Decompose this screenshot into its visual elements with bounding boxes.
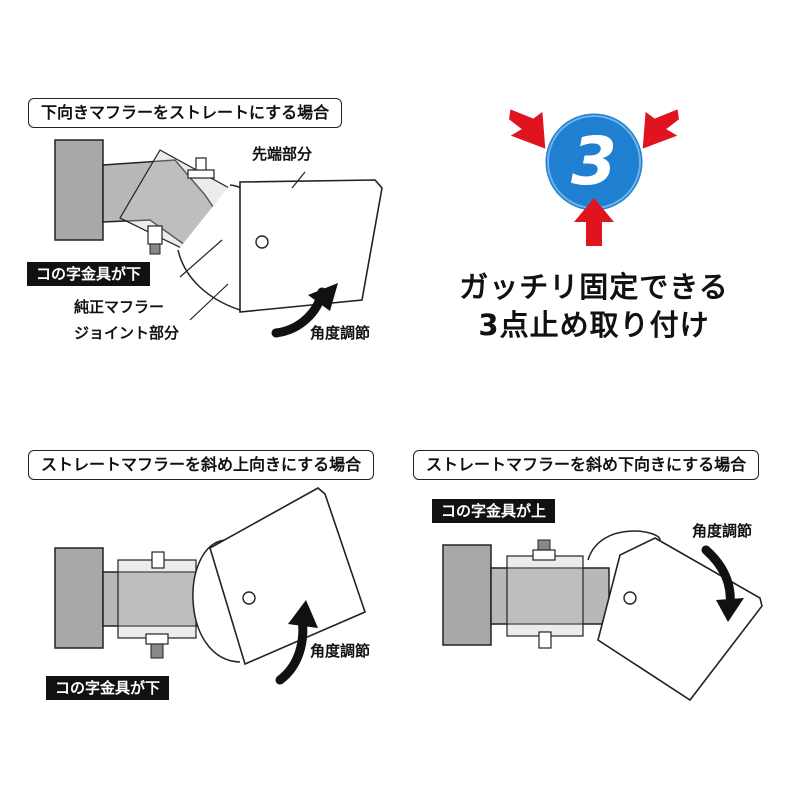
bracket-label: コの字金具が上	[432, 499, 556, 523]
bracket-label: コの字金具が下	[27, 262, 151, 286]
bracket-label: コの字金具が下	[46, 676, 170, 700]
bolt-bottom	[145, 633, 169, 645]
joint-label-line2: ジョイント部分	[74, 324, 180, 342]
panel-up-drawing	[54, 487, 366, 685]
joint-sleeve	[506, 555, 584, 637]
joint-ball	[587, 530, 661, 561]
badge-line1: ガッチリ固定できる	[459, 270, 729, 304]
bolt-bottom	[147, 225, 163, 245]
tip-screw	[242, 591, 256, 605]
angle-label: 角度調節	[692, 522, 753, 540]
bolt-top	[151, 551, 165, 569]
panel-down-title: ストレートマフラーを斜め下向きにする場合	[413, 450, 760, 480]
muffler-tip	[597, 537, 763, 702]
joint-sleeve	[117, 559, 197, 639]
panel-straight-title: 下向きマフラーをストレートにする場合	[28, 98, 343, 128]
angle-label: 角度調節	[310, 324, 371, 342]
tip-screw	[255, 235, 269, 249]
muffler-tip	[239, 179, 383, 313]
stock-muffler-block	[54, 547, 104, 649]
panel-straight-drawing	[54, 139, 383, 338]
panel-down-drawing	[442, 530, 763, 702]
stock-muffler-block	[442, 544, 492, 646]
arrow-right-icon	[642, 109, 679, 149]
arrow-left-icon	[509, 109, 546, 149]
tip-label: 先端部分	[252, 145, 313, 163]
badge-number: 3	[571, 123, 617, 200]
panel-up-title: ストレートマフラーを斜め上向きにする場合	[28, 450, 375, 480]
badge-drawing	[509, 109, 679, 246]
bolt-bottom	[538, 631, 552, 649]
bolt-top	[532, 549, 556, 561]
badge-line2: 3点止め取り付け	[478, 308, 710, 342]
stock-muffler-block	[54, 139, 104, 241]
joint-label-line1: 純正マフラー	[74, 298, 165, 316]
tip-screw	[623, 591, 637, 605]
muffler-tip	[209, 487, 366, 666]
angle-label: 角度調節	[310, 642, 371, 660]
arrow-bottom-icon	[574, 198, 614, 246]
stock-muffler-pipe	[490, 567, 610, 625]
